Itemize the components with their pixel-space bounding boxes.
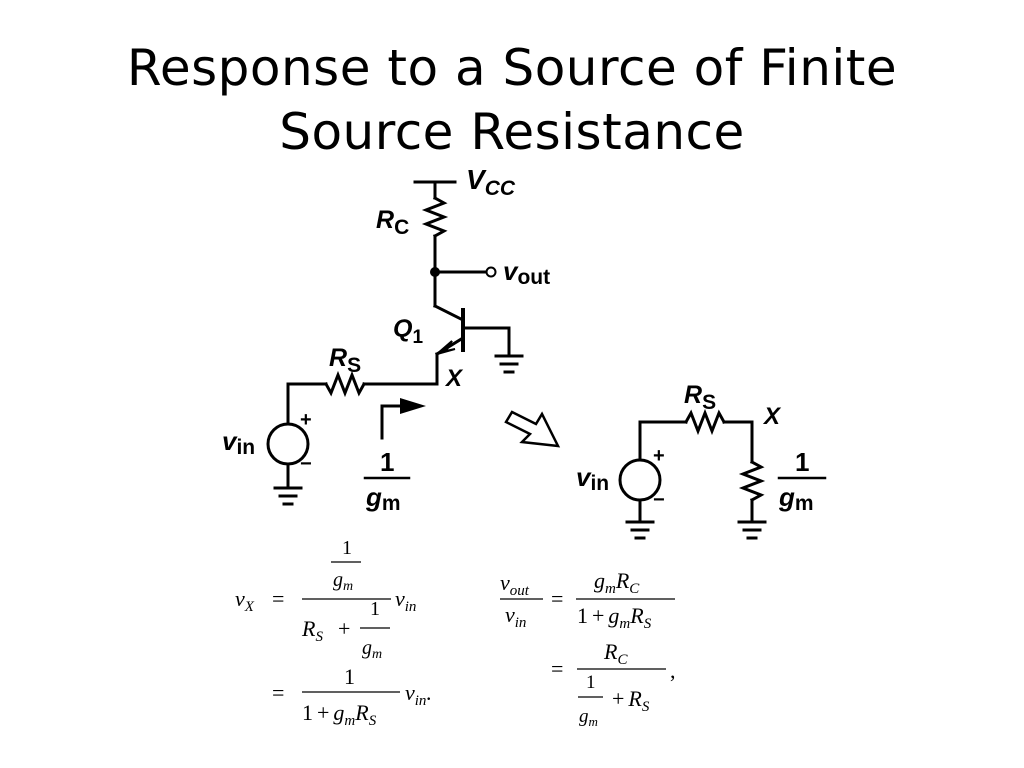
svg-text:vin: vin xyxy=(505,602,526,631)
svg-text:gm: gm xyxy=(333,569,353,594)
right-vin-plus: + xyxy=(653,445,665,467)
svg-text:=: = xyxy=(272,586,284,611)
vcc-label: VCC xyxy=(466,164,516,200)
vout-label: vout xyxy=(503,256,550,289)
svg-text:=: = xyxy=(551,586,563,611)
vx-equation: vX = 1 gm RS + 1 gm vin = 1 1+gmRS vin. xyxy=(235,537,432,729)
gain-equation: vout vin = gmRC 1+gmRS = RC 1 gm +RS , xyxy=(500,568,676,729)
right-impedance-denominator: gm xyxy=(778,482,814,515)
svg-text:1: 1 xyxy=(586,672,596,693)
svg-text:vin.: vin. xyxy=(405,680,432,709)
slide-title-line-2: Source Resistance xyxy=(279,103,745,161)
right-rs-resistor xyxy=(683,408,727,436)
right-impedance-numerator: 1 xyxy=(795,447,809,477)
rc-resistor xyxy=(421,195,449,239)
right-gm-resistor xyxy=(738,459,766,503)
svg-text:+: + xyxy=(338,616,350,641)
q1-label: Q1 xyxy=(393,315,423,348)
rs-label: RS xyxy=(329,344,361,377)
vin-plus: + xyxy=(300,409,312,431)
svg-text:+RS: +RS xyxy=(612,686,650,715)
transform-arrow xyxy=(504,410,561,448)
svg-text:gmRC: gmRC xyxy=(594,568,640,597)
svg-text:gm: gm xyxy=(362,637,382,662)
svg-text:1: 1 xyxy=(370,598,380,620)
svg-text:RC: RC xyxy=(603,639,628,668)
right-vin-minus: − xyxy=(653,489,665,511)
rs-resistor xyxy=(323,370,367,398)
rc-label: RC xyxy=(376,206,409,239)
vout-node-dot xyxy=(430,267,440,277)
vout-terminal xyxy=(485,266,497,278)
emitter-arrow xyxy=(436,340,456,355)
svg-text:vout: vout xyxy=(500,570,530,599)
slide-title-line-1: Response to a Source of Finite xyxy=(126,39,898,97)
svg-text:1+gmRS: 1+gmRS xyxy=(302,700,377,729)
right-x-node-label: X xyxy=(762,403,782,430)
left-impedance-denominator: gm xyxy=(365,482,401,515)
right-vin-label: vin xyxy=(576,462,609,495)
svg-text:vin: vin xyxy=(395,586,416,615)
x-node-label: X xyxy=(444,365,464,392)
vin-label: vin xyxy=(222,426,255,459)
svg-text:vX: vX xyxy=(235,586,255,615)
vin-minus: − xyxy=(300,453,312,475)
right-rs-label: RS xyxy=(684,381,716,414)
svg-text:1+gmRS: 1+gmRS xyxy=(577,603,652,632)
collector-lead xyxy=(432,303,466,323)
svg-text:=: = xyxy=(272,680,284,705)
impedance-arrow-head xyxy=(400,398,426,414)
svg-text:1: 1 xyxy=(342,537,352,559)
svg-text:=: = xyxy=(551,656,563,681)
svg-text:,: , xyxy=(670,658,676,683)
left-impedance-numerator: 1 xyxy=(380,447,394,477)
svg-text:1: 1 xyxy=(344,664,355,689)
svg-text:RS: RS xyxy=(301,616,323,645)
svg-text:gm: gm xyxy=(579,706,598,729)
